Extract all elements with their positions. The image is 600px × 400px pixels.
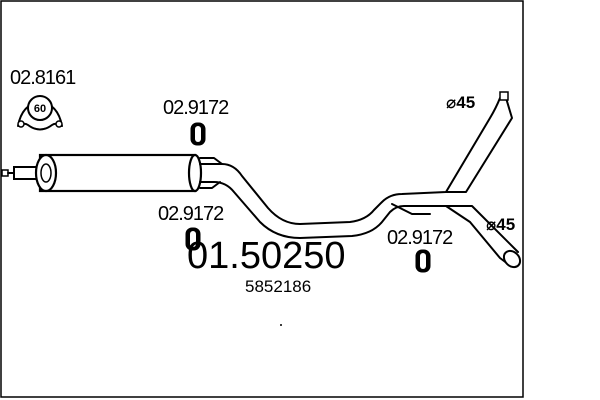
outlet-right-end [502,249,522,269]
clamp-right-icon [415,249,431,273]
part-number: 01.50250 [187,235,346,277]
silencer-body [34,153,203,193]
clamp-mid-icon [185,227,201,251]
clamp-top-ref: 02.9172 [163,97,229,119]
clamp-right-ref: 02.9172 [387,227,453,249]
clamp-mid-ref: 02.9172 [158,203,224,225]
outlet-right-diameter: ⌀45 [486,215,515,234]
inlet-stub [1,166,39,180]
oem-number: 5852186 [245,277,311,296]
mount-ring-size: 60 [34,103,46,115]
outlet-top-diameter: ⌀45 [446,93,475,112]
dot-mark [280,324,282,326]
exhaust-pipe [199,97,519,265]
outlet-top-end [499,91,509,101]
mount-ring-ref: 02.8161 [10,67,76,89]
clamp-top-icon [190,122,206,146]
mount-ring-icon [17,95,63,131]
diagram-frame [0,0,524,398]
